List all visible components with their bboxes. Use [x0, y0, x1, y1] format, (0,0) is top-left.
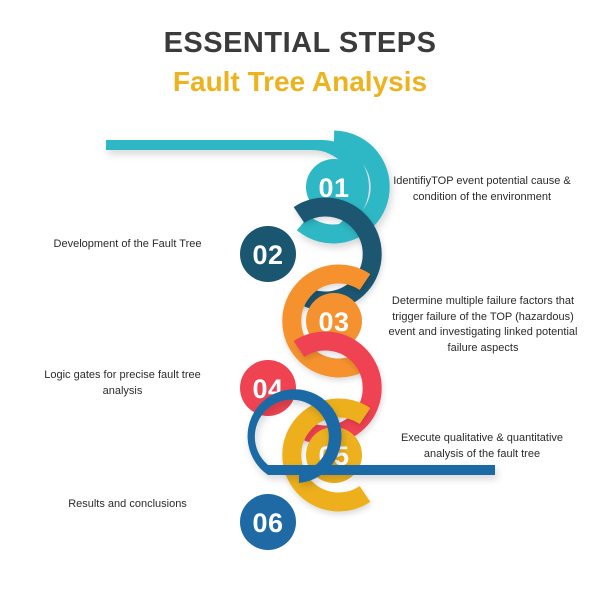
- step-1-description: IdentifiyTOP event potential cause & con…: [393, 175, 571, 203]
- step-5-description: Execute qualitative & quantitative analy…: [400, 432, 564, 460]
- step-6-shape[interactable]: [247, 389, 495, 483]
- step-4-number-disc[interactable]: [240, 360, 296, 416]
- step-1-shape[interactable]: [106, 130, 390, 244]
- step-3-shape[interactable]: [282, 264, 371, 378]
- step-3-description: Determine multiple failure factors that …: [388, 295, 578, 354]
- step-4-description: Logic gates for precise fault tree analy…: [44, 369, 201, 397]
- step-6-number: 06: [252, 508, 283, 538]
- step-2-description: Development of the Fault Tree: [53, 238, 202, 250]
- step-2-number: 02: [252, 240, 283, 270]
- title-block: ESSENTIAL STEPS Fault Tree Analysis: [0, 26, 600, 101]
- step-2-number-disc[interactable]: [240, 226, 296, 282]
- page-subtitle: Fault Tree Analysis: [172, 65, 428, 97]
- step-6-number-disc[interactable]: [240, 494, 296, 550]
- page-title: ESSENTIAL STEPS: [163, 27, 437, 59]
- step-6-description: Results and conclusions: [68, 498, 187, 510]
- step-5-shape[interactable]: [282, 398, 371, 512]
